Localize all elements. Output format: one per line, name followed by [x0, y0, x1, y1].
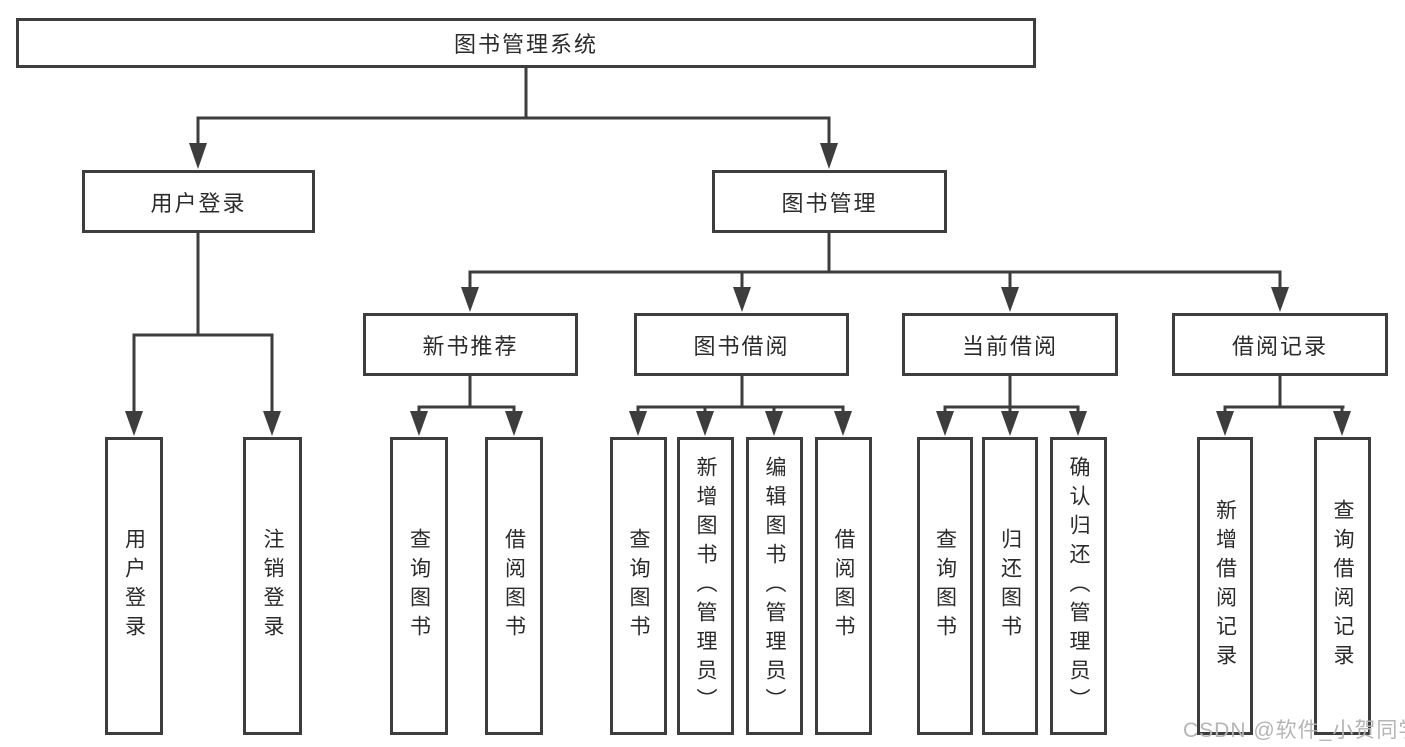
node-leaf-add-books-admin: 新增图书（管理员）: [677, 437, 734, 735]
node-user-login-label: 用户登录: [150, 190, 247, 216]
node-current-borrow-label: 当前借阅: [961, 333, 1058, 359]
node-borrow-records: 借阅记录: [1172, 313, 1388, 376]
connector-book-borrow: [629, 376, 852, 436]
node-leaf-user-login-label: 用户登录: [122, 528, 146, 644]
node-leaf-recommend-borrow-books-label: 借阅图书: [502, 528, 526, 644]
connector-book-management: [461, 233, 1289, 312]
node-borrow-records-label: 借阅记录: [1231, 333, 1328, 359]
node-leaf-edit-books-admin: 编辑图书（管理员）: [746, 437, 803, 735]
node-book-management-label: 图书管理: [781, 190, 878, 216]
node-book-management: 图书管理: [712, 170, 947, 233]
node-current-borrow: 当前借阅: [902, 313, 1118, 376]
node-leaf-query-borrow-record-label: 查询借阅记录: [1331, 499, 1354, 673]
node-leaf-logout-label: 注销登录: [261, 528, 284, 644]
node-new-book-recommend: 新书推荐: [363, 313, 578, 376]
node-user-login: 用户登录: [82, 170, 315, 233]
node-leaf-recommend-query-books: 查询图书: [390, 437, 448, 735]
node-book-borrow: 图书借阅: [634, 313, 849, 376]
node-leaf-return-books: 归还图书: [982, 437, 1038, 735]
node-leaf-confirm-return-admin-label: 确认归还（管理员）: [1067, 455, 1090, 717]
node-new-book-recommend-label: 新书推荐: [422, 333, 519, 359]
node-leaf-user-login: 用户登录: [105, 437, 163, 735]
connector-root: [189, 68, 838, 169]
node-leaf-current-query-books: 查询图书: [917, 437, 973, 735]
node-leaf-add-books-admin-label: 新增图书（管理员）: [694, 455, 717, 717]
node-leaf-recommend-borrow-books: 借阅图书: [485, 437, 543, 735]
node-leaf-recommend-query-books-label: 查询图书: [407, 528, 431, 644]
node-leaf-confirm-return-admin: 确认归还（管理员）: [1050, 437, 1107, 735]
node-leaf-borrow-query-books-label: 查询图书: [627, 528, 650, 644]
node-leaf-return-books-label: 归还图书: [998, 528, 1022, 644]
connector-user-login: [125, 233, 281, 436]
connector-borrow-records: [1216, 376, 1351, 436]
node-book-borrow-label: 图书借阅: [693, 333, 790, 359]
connector-new-book-recommend: [410, 376, 523, 436]
node-leaf-add-borrow-record-label: 新增借阅记录: [1213, 499, 1237, 673]
node-library-system: 图书管理系统: [16, 18, 1036, 68]
node-leaf-query-borrow-record: 查询借阅记录: [1314, 437, 1371, 735]
node-leaf-current-query-books-label: 查询图书: [933, 528, 957, 644]
watermark-csdn: CSDN @软件_小贺同学: [1183, 719, 1405, 742]
node-leaf-borrow-query-books: 查询图书: [610, 437, 667, 735]
node-leaf-borrow-books: 借阅图书: [815, 437, 872, 735]
node-leaf-borrow-books-label: 借阅图书: [832, 528, 855, 644]
node-leaf-add-borrow-record: 新增借阅记录: [1197, 437, 1253, 735]
connector-current-borrow: [936, 376, 1087, 436]
node-leaf-edit-books-admin-label: 编辑图书（管理员）: [763, 455, 786, 717]
node-leaf-logout: 注销登录: [243, 437, 302, 735]
node-library-system-label: 图书管理系统: [453, 32, 598, 57]
